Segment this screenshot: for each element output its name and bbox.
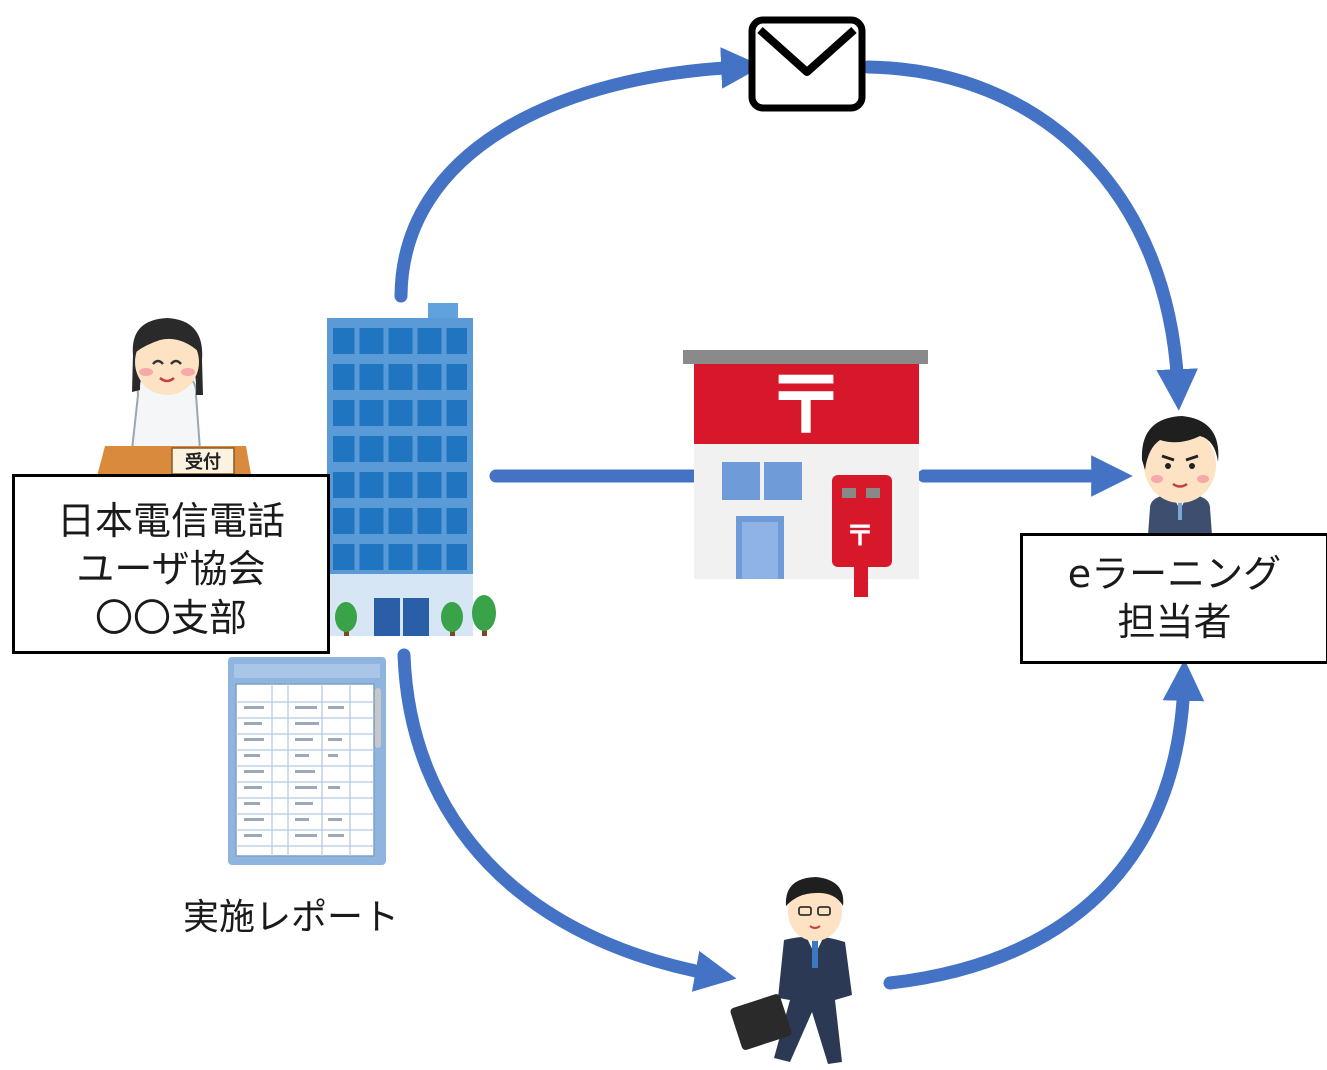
report-document-icon xyxy=(228,657,386,865)
arrow-mail-to-staff xyxy=(861,60,1198,411)
postbox-mark: 〒 xyxy=(846,519,874,552)
post-office-mark: 〒 xyxy=(767,361,845,451)
postbox-icon: 〒 xyxy=(832,475,892,597)
reception-sign-text: 受付 xyxy=(185,451,221,473)
staff-label-line: 担当者 xyxy=(1117,600,1232,645)
staff-person-icon xyxy=(1141,416,1219,535)
branch-name-line: ユーザ協会 xyxy=(76,547,266,592)
arrows xyxy=(394,47,1205,992)
courier-businessman-icon xyxy=(730,877,852,1064)
branch-name-line: 日本電信電話 xyxy=(56,499,285,543)
branch-name-line: 〇〇支部 xyxy=(94,595,247,640)
receptionist-icon: 受付 xyxy=(96,318,252,480)
office-building-icon xyxy=(301,303,496,636)
arrow-building-to-mail xyxy=(394,47,763,303)
post-office-icon: 〒 〒 xyxy=(683,350,928,597)
staff-label-box: eラーニング 担当者 xyxy=(1020,533,1327,664)
report-caption: 実施レポート xyxy=(182,897,399,938)
staff-label-line: eラーニング xyxy=(1067,552,1282,596)
mail-envelope-icon xyxy=(748,16,866,112)
arrow-building-to-courier xyxy=(397,648,737,992)
arrow-courier-to-staff xyxy=(883,659,1205,990)
branch-label-box: 日本電信電話 ユーザ協会 〇〇支部 xyxy=(12,474,330,654)
